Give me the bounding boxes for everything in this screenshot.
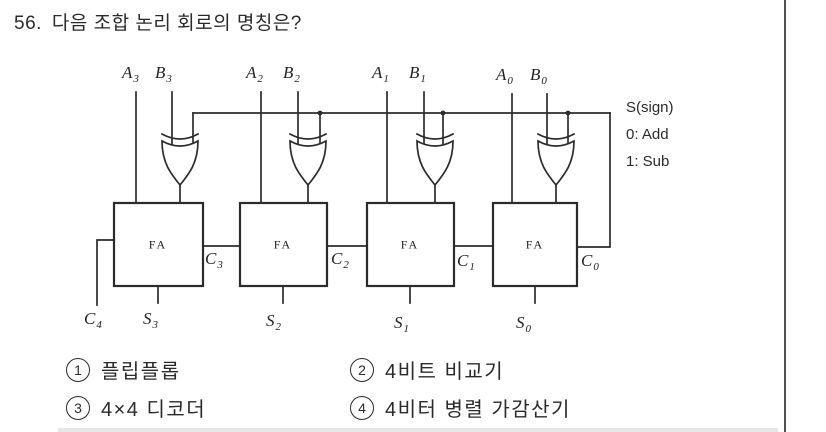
choice-2-number: 2	[350, 357, 374, 382]
fa-box-3	[112, 201, 205, 288]
label-s3: S3	[143, 309, 158, 331]
sign-control-wire	[192, 112, 611, 248]
choice-3: 3 4×4 디코더	[66, 393, 206, 422]
label-c4: C4	[84, 309, 102, 331]
choice-3-label: 4×4 디코더	[101, 399, 207, 421]
fa-box-1	[365, 201, 456, 288]
choice-4: 4 4비터 병렬 가감산기	[350, 393, 571, 422]
choice-1-label: 플립플롭	[101, 361, 181, 383]
xor-gate-b1	[415, 132, 455, 187]
fa-label-2: FA	[273, 237, 293, 252]
junction-dots	[317, 110, 571, 116]
label-s2: S2	[266, 311, 281, 333]
xor-gate-b2	[288, 132, 328, 187]
label-c3: C3	[205, 249, 223, 271]
fa-box-2	[238, 201, 329, 288]
question-number: 56.	[14, 13, 42, 34]
choice-3-number: 3	[66, 395, 90, 420]
sign-label: S(sign)	[626, 99, 674, 116]
sign-mode-add: 0: Add	[626, 126, 669, 143]
sign-mode-sub: 1: Sub	[626, 153, 670, 170]
xor-gate-b3	[160, 132, 200, 187]
choice-1: 1 플립플롭	[66, 355, 181, 384]
label-c1: C1	[457, 251, 475, 273]
sum-wires	[157, 285, 536, 304]
label-b3: B3	[155, 63, 172, 85]
choice-2: 2 4비트 비교기	[350, 355, 504, 384]
fa-label-1: FA	[400, 237, 420, 252]
label-s0: S0	[516, 313, 531, 335]
carry-wires	[96, 239, 494, 306]
choice-4-number: 4	[350, 395, 374, 420]
fa-label-0: FA	[525, 237, 545, 252]
label-c0: C0	[581, 251, 599, 273]
label-b2: B2	[283, 63, 300, 85]
question-title: 56. 다음 조합 논리 회로의 명칭은?	[14, 8, 302, 35]
page-border-right	[784, 0, 786, 432]
label-b0: B0	[530, 65, 547, 87]
choice-4-label: 4비터 병렬 가감산기	[385, 399, 571, 421]
label-a3: A3	[122, 63, 139, 85]
choice-1-number: 1	[66, 357, 90, 382]
choice-2-label: 4비트 비교기	[385, 361, 505, 383]
xor-gate-b0	[536, 132, 576, 187]
scan-artifact-bottom	[58, 428, 778, 432]
label-s1: S1	[394, 313, 409, 335]
label-a1: A1	[372, 63, 389, 85]
sign-legend: S(sign) 0: Add 1: Sub	[626, 94, 674, 175]
question-text: 다음 조합 논리 회로의 명칭은?	[51, 13, 302, 34]
label-a0: A0	[496, 65, 513, 87]
label-b1: B1	[409, 63, 426, 85]
label-a2: A2	[246, 63, 263, 85]
fa-label-3: FA	[148, 237, 168, 252]
label-c2: C2	[331, 249, 349, 271]
